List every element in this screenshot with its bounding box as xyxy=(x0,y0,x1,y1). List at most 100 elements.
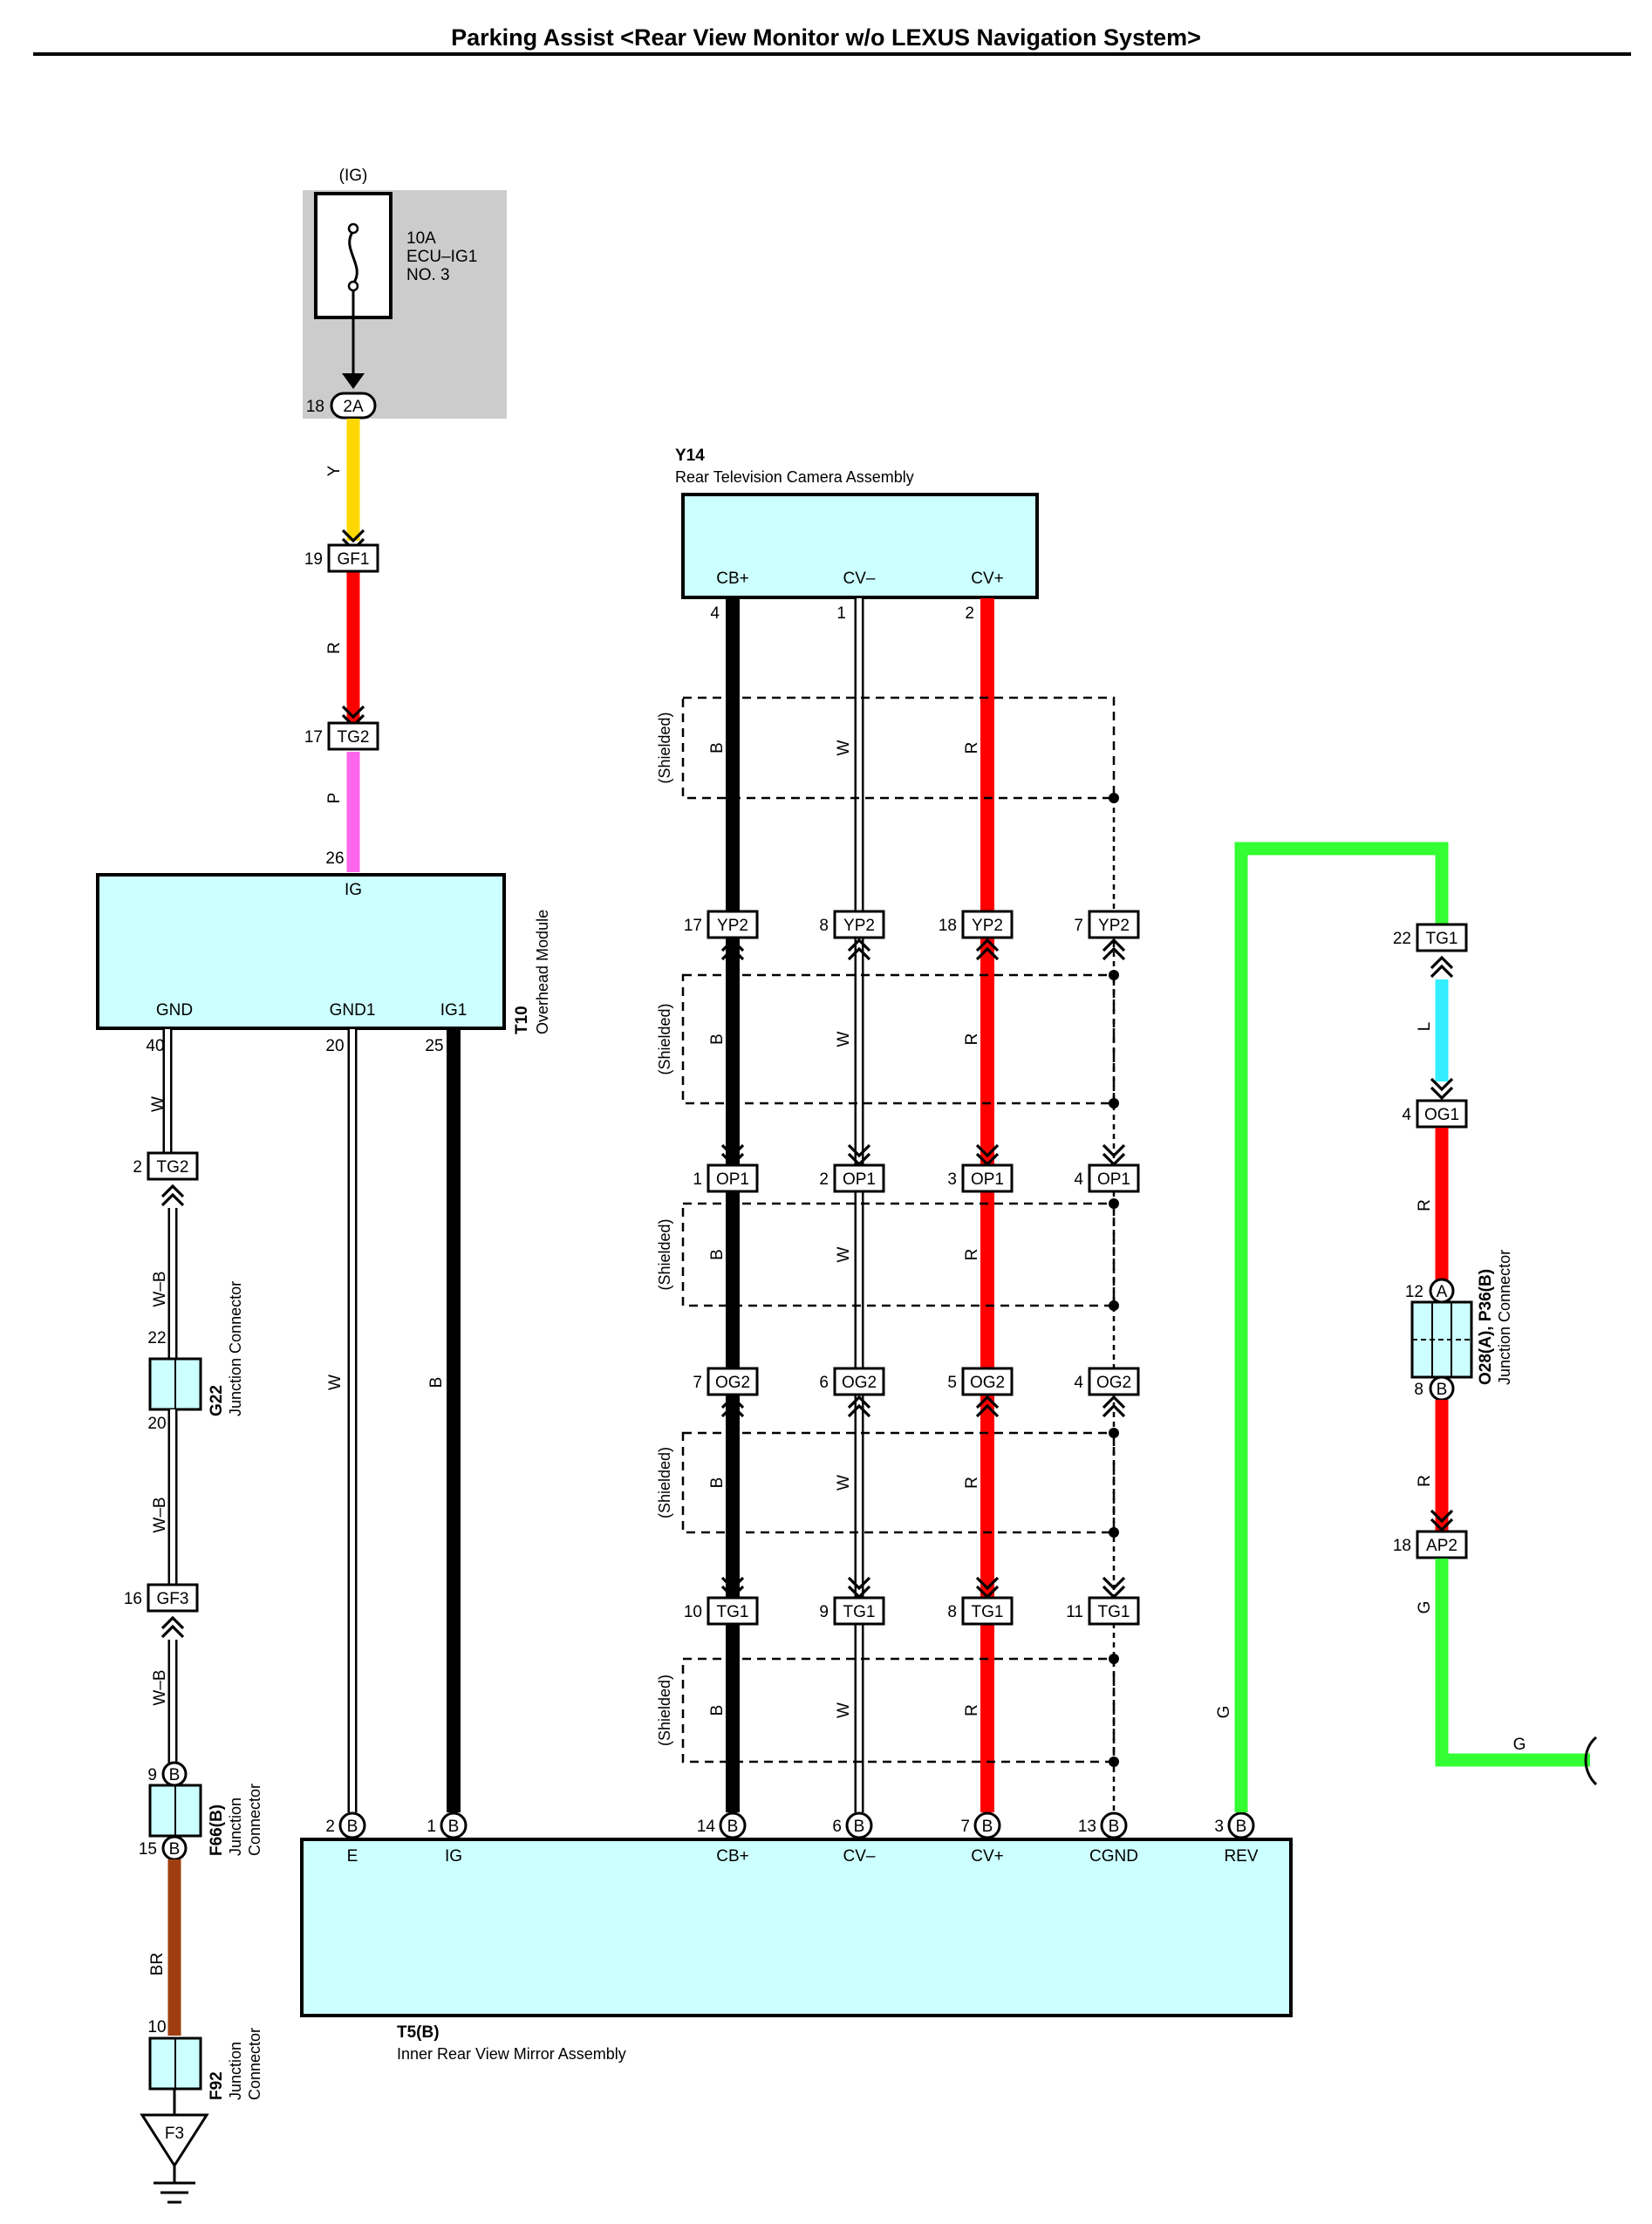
wire-br-label: BR xyxy=(148,1953,167,1975)
overhead-pin-gnd: 40 xyxy=(146,1037,164,1055)
wire-r-rev-2-label: R xyxy=(1416,1475,1434,1487)
arrow-down-icon xyxy=(342,373,365,389)
shield-wire-label: B xyxy=(708,742,727,754)
shield-wire-label: B xyxy=(708,1477,727,1489)
shield-wire-label: W xyxy=(835,1475,853,1491)
mirror-pin-circle xyxy=(1227,1811,1255,1839)
conn-gf3 xyxy=(147,1583,199,1613)
conn-pin: 8 xyxy=(947,1603,957,1621)
conn-label: OP1 xyxy=(1097,1170,1130,1189)
conn-og2 xyxy=(833,1367,885,1396)
overhead-lbl-gnd: GND xyxy=(156,1001,193,1020)
wire-w-gnd1-label: W xyxy=(326,1375,345,1390)
fuse-block: (IG) 10A ECU–IG1 NO. 3 2A 18 xyxy=(303,167,507,420)
shield-segment xyxy=(681,1202,1116,1307)
conn-tg2-top-label: TG2 xyxy=(338,728,370,747)
camera-pins: CB+4CV–1CV+2 xyxy=(710,570,1003,623)
conn-op1 xyxy=(961,1163,1014,1193)
conn-pin: 1 xyxy=(693,1170,702,1189)
camera-box xyxy=(681,493,1039,599)
conn-tg1 xyxy=(833,1596,885,1626)
mirror-pin-conn: B xyxy=(347,1818,358,1836)
shield-wire-label: R xyxy=(963,1034,981,1046)
conn-tg1 xyxy=(1088,1596,1140,1626)
f66-id: F66(B) xyxy=(208,1804,226,1856)
chevron-up-icon xyxy=(160,1184,185,1207)
chevron-up-icon xyxy=(847,938,871,961)
conn-gf1-label: GF1 xyxy=(338,550,370,569)
conn-yp2 xyxy=(1088,910,1140,939)
conn-label: YP2 xyxy=(972,917,1003,935)
conn-gf3-pin: 16 xyxy=(124,1590,142,1608)
conn-label: TG1 xyxy=(1098,1603,1130,1621)
shield-label: (Shielded) xyxy=(656,712,673,783)
overhead-lbl-gnd1: GND1 xyxy=(330,1001,376,1020)
overhead-lbl-ig1: IG1 xyxy=(440,1001,468,1020)
conn-og2 xyxy=(961,1367,1014,1396)
conn-pin: 7 xyxy=(693,1374,702,1392)
conn-tg1-rev-label: TG1 xyxy=(1426,930,1458,948)
chevron-up-icon xyxy=(160,1615,185,1639)
diagram-title: Parking Assist <Rear View Monitor w/o LE… xyxy=(451,24,1201,51)
camera-pin-label: CB+ xyxy=(716,570,749,588)
shield-wire-label: W xyxy=(835,1702,853,1718)
conn-op1 xyxy=(707,1163,759,1193)
wire-r-rev-1-label: R xyxy=(1416,1199,1434,1211)
fuse-conn-2a xyxy=(330,392,377,420)
conn-tg2-top xyxy=(327,721,379,751)
conn-tg2-low-pin: 2 xyxy=(133,1158,142,1177)
mirror-pin-circle xyxy=(1100,1811,1128,1839)
chevron-down-icon xyxy=(1102,1576,1126,1600)
overhead-id: T10 xyxy=(513,1006,531,1034)
conn-pin: 2 xyxy=(819,1170,829,1189)
conn-tg1-rev-pin: 22 xyxy=(1393,930,1411,948)
shield-label: (Shielded) xyxy=(656,1218,673,1290)
mirror-pin-conn: B xyxy=(727,1818,739,1836)
shield-wire-label: W xyxy=(835,1031,853,1047)
ground-chain: W TG2 2 W–B 22 20 G22 Junction Connector… xyxy=(124,1029,263,2204)
conn-og1 xyxy=(1416,1099,1468,1129)
overhead-pin-gnd1: 20 xyxy=(325,1037,344,1055)
mirror-pin-conn: B xyxy=(1109,1818,1120,1836)
shield-wire-label: R xyxy=(963,742,981,754)
wire-y-label: Y xyxy=(325,465,344,476)
ground-id: F3 xyxy=(165,2125,184,2143)
conn-pin: 10 xyxy=(684,1603,702,1621)
continuation-break-icon xyxy=(1584,1736,1598,1786)
overhead-module-box xyxy=(96,873,506,1030)
conn-tg1 xyxy=(707,1596,759,1626)
mirror-pin-circle xyxy=(973,1811,1001,1839)
f66-pin-bot: 15 xyxy=(139,1840,157,1859)
conn-label: OG2 xyxy=(1096,1374,1131,1392)
jc-pin-top: 12 xyxy=(1405,1283,1423,1301)
shield-segment xyxy=(681,696,1116,800)
shield-label: (Shielded) xyxy=(656,1003,673,1074)
conn-label: YP2 xyxy=(843,917,875,935)
mirror-pin-num: 2 xyxy=(325,1818,335,1836)
ground-point-icon xyxy=(140,2113,209,2168)
g22-name: Junction Connector xyxy=(227,1281,244,1416)
conn-label: OG2 xyxy=(715,1374,750,1392)
conn-pin: 3 xyxy=(947,1170,957,1189)
f92-id: F92 xyxy=(208,2071,226,2100)
mirror-box xyxy=(300,1838,1293,2017)
mirror-pin-conn: B xyxy=(1236,1818,1247,1836)
conn-label: YP2 xyxy=(1098,917,1130,935)
conn-gf1 xyxy=(327,543,379,573)
jc-name: Junction Connector xyxy=(1496,1250,1513,1385)
conn-op1 xyxy=(1088,1163,1140,1193)
fuse-pin: 18 xyxy=(306,398,324,416)
mirror-pin-num: 3 xyxy=(1214,1818,1224,1836)
jc-id: O28(A), P36(B) xyxy=(1477,1269,1495,1385)
jc-pin-bot: 8 xyxy=(1414,1381,1423,1399)
conn-gf1-pin: 19 xyxy=(304,550,323,569)
wire-w-gnd-label: W xyxy=(149,1096,167,1112)
conn-ap2-label: AP2 xyxy=(1426,1537,1457,1555)
fuse-name: ECU–IG1 xyxy=(406,248,477,266)
overhead-lbl-ig: IG xyxy=(345,881,362,899)
f66-name2: Connector xyxy=(246,1784,263,1856)
mirror-pin-num: 14 xyxy=(697,1818,716,1836)
shield-wire-label: B xyxy=(708,1034,727,1045)
jc-conn-top: A xyxy=(1437,1283,1448,1301)
chevron-up-icon xyxy=(975,1395,1000,1418)
